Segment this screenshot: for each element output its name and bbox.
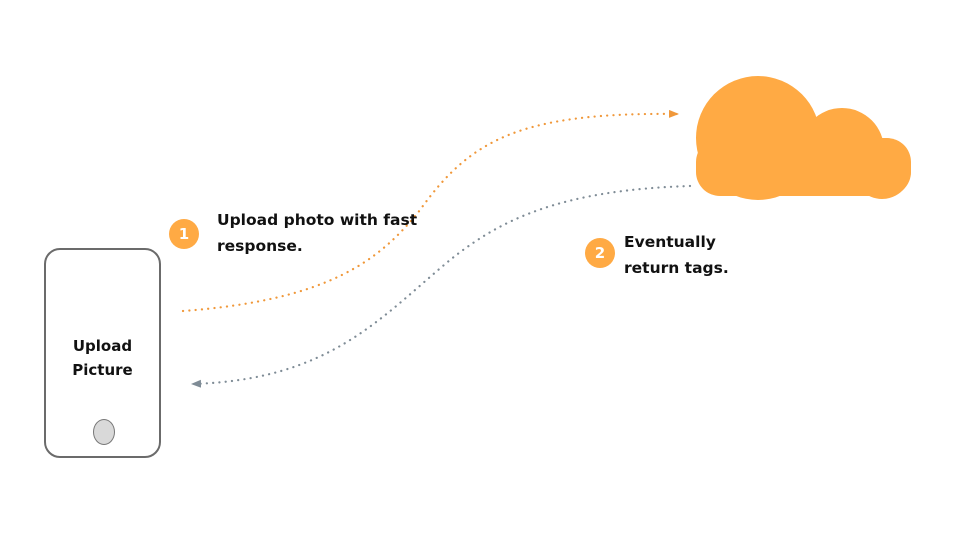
step-2-badge: 2 xyxy=(585,238,615,268)
step-1-badge: 1 xyxy=(169,219,199,249)
step-1-text: Upload photo with fast response. xyxy=(217,211,418,255)
cloud-icon xyxy=(696,76,911,200)
phone-label: Upload Picture xyxy=(72,337,133,379)
home-button-icon xyxy=(93,419,115,445)
return-arrow xyxy=(190,184,692,388)
smartphone-icon: Upload Picture xyxy=(44,248,161,458)
step-2-text: Eventually return tags. xyxy=(624,233,729,277)
